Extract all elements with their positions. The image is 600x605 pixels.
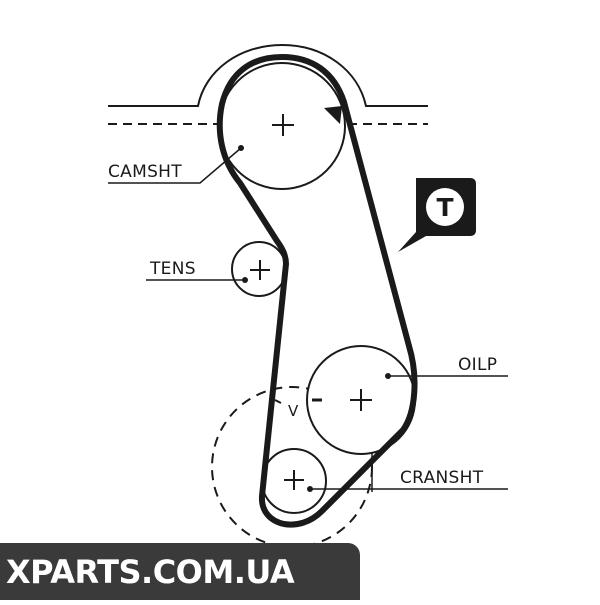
timing-belt [216, 54, 418, 528]
tensioner-leader-dot [242, 277, 248, 283]
oil-pump-leader-dot [385, 373, 391, 379]
tension-badge: T [398, 178, 476, 252]
crankshaft-center-mark [284, 470, 304, 490]
crankshaft-leader-dot [307, 486, 313, 492]
tensioner-label: TENS [149, 259, 196, 279]
tension-badge-letter: T [436, 193, 453, 222]
camshaft-label: CAMSHT [108, 162, 182, 182]
camshaft-center-mark [272, 114, 294, 136]
belt-direction-arrow [324, 106, 342, 124]
engine-head-outline [108, 43, 428, 107]
camshaft-leader-dot [238, 145, 244, 151]
oil-pump-label: OILP [458, 355, 497, 375]
crank-tick-mark [274, 399, 282, 404]
crankshaft-label: CRANSHT [400, 468, 484, 488]
tensioner-center-mark [250, 260, 270, 280]
oil-pump-center-mark [350, 389, 372, 411]
watermark-text: XPARTS.COM.UA [6, 552, 295, 591]
crank-timing-v-mark: V [288, 402, 299, 420]
watermark-banner: XPARTS.COM.UA [0, 543, 360, 600]
tension-badge-circle [426, 188, 464, 226]
camshaft-leader-line [108, 147, 242, 184]
